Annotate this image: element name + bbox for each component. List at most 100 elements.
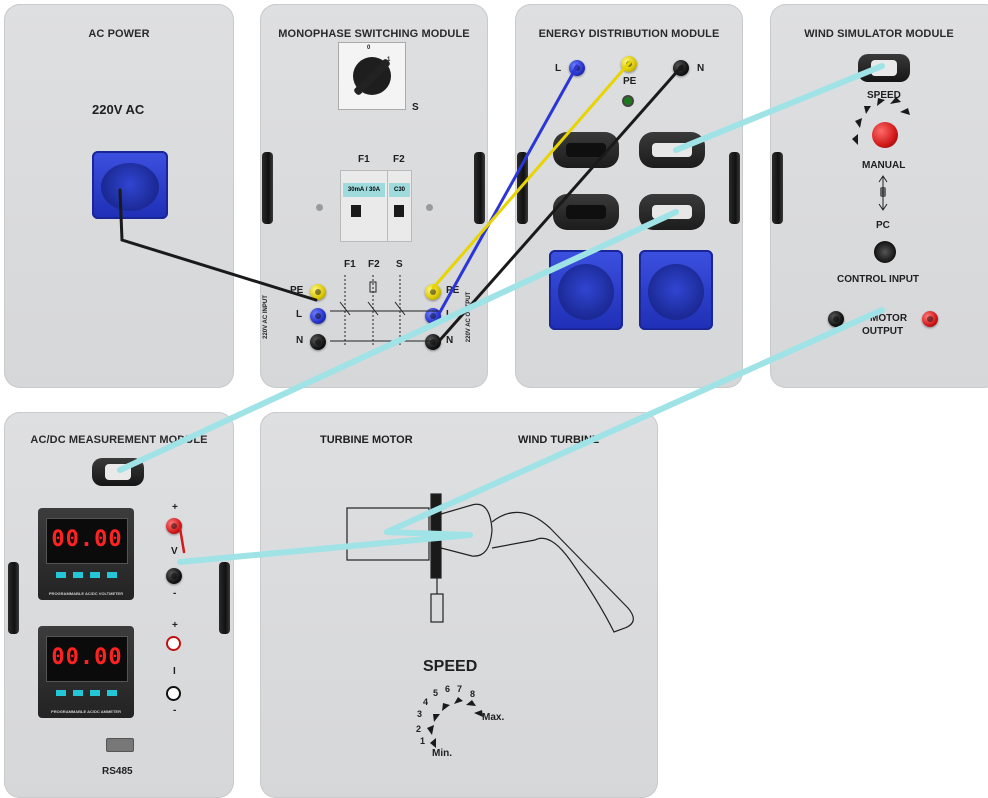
dial-5: 5	[433, 688, 439, 698]
switching-schematic	[330, 275, 440, 345]
ac-power-module: AC POWER 220V AC	[4, 4, 234, 388]
ammeter-caption: PROGRAMMABLE AC/DC AMMETER	[51, 709, 121, 714]
distribution-module: ENERGY DISTRIBUTION MODULE L PE N	[515, 4, 743, 388]
dial-min: Min.	[432, 748, 452, 759]
terminal-l: L	[555, 63, 562, 74]
terminal-pe-in: PE	[290, 285, 304, 296]
turbine-module: TURBINE MOTOR WIND TURBINE SPEED 1 2 3 4…	[260, 412, 658, 798]
meter-key[interactable]	[73, 690, 83, 696]
cable-ac-input	[118, 188, 318, 302]
selector-pos0: 0	[367, 45, 371, 51]
voltmeter-caption: PROGRAMMABLE AC/DC VOLTMETER	[48, 591, 124, 596]
voltmeter-screen: 00.00	[46, 518, 128, 564]
socket-face	[557, 264, 615, 321]
jack-l-in[interactable]	[310, 308, 326, 324]
meter-key[interactable]	[56, 572, 66, 578]
meter-key[interactable]	[107, 572, 117, 578]
dial-3: 3	[417, 709, 423, 719]
jack-n-in[interactable]	[310, 334, 326, 350]
meter-key[interactable]	[56, 690, 66, 696]
voltmeter-digits: 00.00	[51, 527, 123, 552]
jack-pe-in[interactable]	[310, 284, 326, 300]
rs485-port[interactable]	[106, 738, 134, 752]
outlet-slot	[566, 204, 606, 220]
left-handle	[517, 152, 528, 224]
i-plus: +	[172, 620, 178, 631]
dial-1: 1	[420, 736, 426, 746]
cable-teal-1	[673, 63, 885, 153]
turbine-motor-title: TURBINE MOTOR	[320, 434, 413, 446]
dial-8: 8	[470, 689, 476, 699]
breaker-f2[interactable]: C30	[388, 171, 411, 241]
control-input-connector[interactable]	[874, 241, 896, 263]
v-label: V	[171, 546, 178, 557]
breaker-f2-toggle[interactable]	[394, 205, 404, 217]
motor-output-jack-black[interactable]	[828, 311, 844, 327]
breaker-f1[interactable]: 30mA / 30A	[341, 171, 388, 241]
motor-output-jack-red[interactable]	[922, 311, 938, 327]
module-title: WIND SIMULATOR MODULE	[804, 28, 954, 40]
ammeter-buttons[interactable]	[56, 690, 117, 696]
schuko-socket-2[interactable]	[639, 250, 713, 330]
i-minus: -	[173, 705, 177, 716]
meter-key[interactable]	[107, 690, 117, 696]
amp-jack-minus[interactable]	[166, 686, 181, 701]
breaker-f1-rating: 30mA / 30A	[343, 183, 385, 197]
outlet-plate-2[interactable]	[639, 132, 705, 168]
breaker-f2-rating: C30	[389, 183, 410, 197]
meter-key[interactable]	[73, 572, 83, 578]
dial-6: 6	[445, 684, 451, 694]
motor-output-label-2: OUTPUT	[862, 326, 904, 337]
manual-label: MANUAL	[862, 160, 906, 171]
cable-black	[438, 64, 684, 342]
left-handle	[8, 562, 19, 634]
speed-knob[interactable]	[872, 122, 898, 148]
ammeter-screen: 00.00	[46, 636, 128, 682]
breaker-f2-label: F2	[393, 154, 405, 165]
breaker-f1-toggle[interactable]	[351, 205, 361, 217]
volt-jack-plus[interactable]	[166, 518, 182, 534]
cable-teal-5	[384, 529, 473, 538]
meter-key[interactable]	[90, 572, 100, 578]
breaker-f1-label: F1	[358, 154, 370, 165]
dial-7: 7	[457, 684, 463, 694]
selector-pos1: 1	[387, 57, 391, 63]
pe-indicator-led	[624, 97, 632, 105]
selector-label: S	[412, 102, 419, 113]
jack-pe-out[interactable]	[425, 284, 441, 300]
screw-left	[316, 204, 323, 211]
selector-switch[interactable]: 0 1	[338, 42, 406, 110]
v-minus: -	[173, 588, 177, 599]
cable-teal-2	[117, 209, 679, 473]
schematic-f1: F1	[344, 259, 356, 270]
turbine-speed-dial	[427, 697, 483, 748]
module-title: ENERGY DISTRIBUTION MODULE	[538, 28, 720, 40]
pc-label: PC	[876, 220, 890, 231]
amp-jack-plus[interactable]	[166, 636, 181, 651]
speed-label: SPEED	[867, 90, 901, 101]
screw-right	[426, 204, 433, 211]
voltage-label: 220V AC	[92, 102, 145, 117]
module-title: AC/DC MEASUREMENT MODULE	[30, 434, 208, 446]
terminal-l-in: L	[296, 309, 303, 320]
cable-yellow	[431, 60, 632, 290]
right-handle	[219, 562, 230, 634]
voltmeter: 00.00 PROGRAMMABLE AC/DC VOLTMETER	[38, 508, 134, 600]
dial-4: 4	[423, 697, 429, 707]
dial-max: Max.	[482, 712, 505, 723]
volt-jack-minus[interactable]	[166, 568, 182, 584]
v-plus: +	[172, 502, 178, 513]
i-label: I	[173, 666, 176, 677]
voltmeter-buttons[interactable]	[56, 572, 117, 578]
jack-n-out[interactable]	[425, 334, 441, 350]
module-title: AC POWER	[88, 28, 150, 40]
wind-speed-dial	[852, 97, 910, 145]
power-socket[interactable]	[92, 151, 168, 219]
meter-key[interactable]	[90, 690, 100, 696]
terminal-n-out: N	[446, 335, 454, 346]
schematic-f2: F2	[368, 259, 380, 270]
left-handle	[262, 152, 273, 224]
turbine-drawing	[346, 493, 634, 633]
control-input-label: CONTROL INPUT	[837, 274, 920, 285]
